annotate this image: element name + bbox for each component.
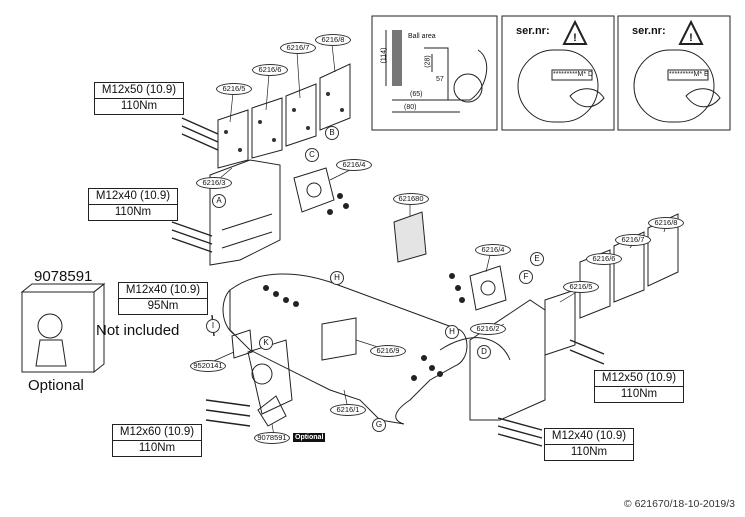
bolt-spec-label: M12x40 (10.9) [119,283,207,299]
part-label: 6216/7 [280,42,316,54]
serial-code: *********M* D [553,71,594,78]
callout-letter: E [530,252,544,266]
part-label: 6216/9 [370,345,406,357]
bolt-spec-label: M12x50 (10.9) [95,83,183,99]
serial-title: ser.nr: [632,25,666,37]
part-label: 6216/5 [216,83,252,95]
part-label: 6216/6 [586,253,622,265]
torque-label: 110Nm [138,442,176,454]
callout-letter: B [325,126,339,140]
dimension-114: (114) [380,47,388,64]
bolt-spec-box-left-top: M12x50 (10.9) 110Nm [94,82,184,115]
part-label: 6216/1 [330,404,366,416]
part-label: 6216/4 [336,159,372,171]
bolt-spec-box-right-mid: M12x50 (10.9) 110Nm [594,370,684,403]
bolt-spec-box-center: M12x40 (10.9) 95Nm [118,282,208,315]
callout-letter: A [212,194,226,208]
part-label: 6216/6 [252,64,288,76]
callout-letter: I [206,319,220,333]
serial-title: ser.nr: [516,25,550,37]
callout-letter: K [259,336,273,350]
dimension-80: (80) [404,104,417,111]
callout-letter: H [330,271,344,285]
ball-area-label: Ball area [408,33,436,40]
torque-label: 110Nm [120,100,158,112]
torque-label: 110Nm [620,388,658,400]
part-label: 6216/4 [475,244,511,256]
optional-caption: Optional [28,377,84,394]
callout-letter: F [519,270,533,284]
part-label: 6216/2 [470,323,506,335]
svg-text:!: ! [573,32,577,44]
part-label: 9520141 [190,360,226,372]
callout-letter: C [305,148,319,162]
dimension-28: (28) [424,55,432,68]
torque-label: 95Nm [147,300,179,312]
bolt-spec-label: M12x60 (10.9) [113,425,201,441]
optional-part-code: 9078591 [34,268,93,285]
dimension-57: 57 [436,76,444,83]
dimension-65: (65) [410,91,423,98]
bolt-spec-label: M12x40 (10.9) [545,429,633,445]
bolt-spec-box-bottom-left: M12x60 (10.9) 110Nm [112,424,202,457]
not-included-note: Not included [96,322,180,339]
torque-label: 110Nm [570,446,608,458]
torque-label: 110Nm [114,206,152,218]
part-label: 6216/8 [648,217,684,229]
document-reference: © 621670/18-10-2019/3 [623,498,735,510]
bolt-spec-box-right-bottom: M12x40 (10.9) 110Nm [544,428,634,461]
part-label: 6216/3 [196,177,232,189]
bolt-spec-box-left-mid: M12x40 (10.9) 110Nm [88,188,178,221]
part-label: 621680 [393,193,429,205]
bolt-spec-label: M12x40 (10.9) [89,189,177,205]
optional-badge: Optional [293,433,326,442]
part-label: 6216/8 [315,34,351,46]
svg-text:!: ! [689,32,693,44]
part-label: 9078591 [254,432,290,444]
callout-letter: G [372,418,386,432]
part-label: 6216/5 [563,281,599,293]
part-label: 6216/7 [615,234,651,246]
callout-letter: D [477,345,491,359]
callout-letter: H [445,325,459,339]
serial-code: *********M* E [669,71,709,78]
bolt-spec-label: M12x50 (10.9) [595,371,683,387]
